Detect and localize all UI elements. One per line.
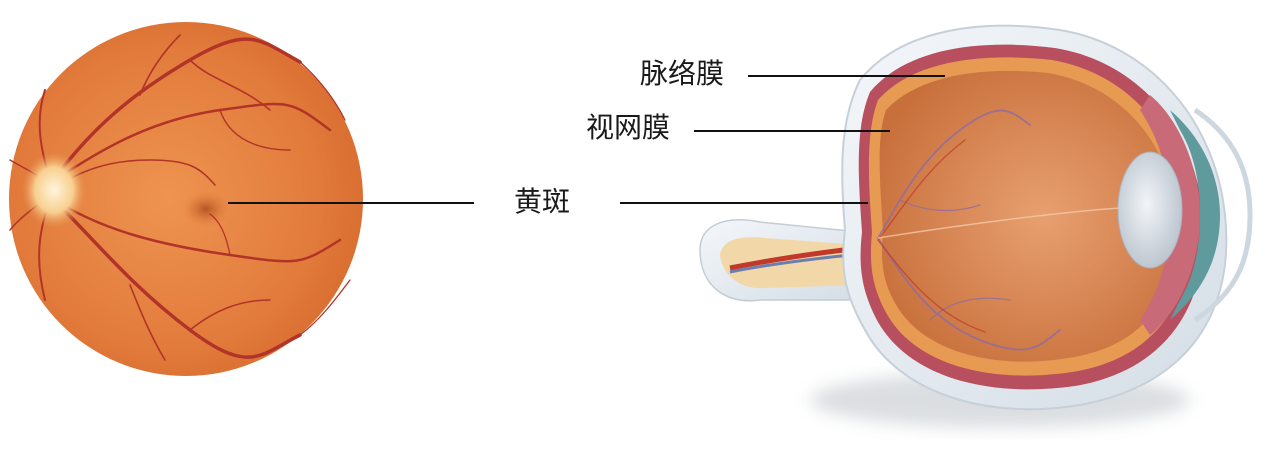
fundus-image (9, 22, 363, 376)
fundus-optic-disc (22, 152, 86, 228)
label-retina: 视网膜 (586, 114, 670, 142)
label-choroid: 脉络膜 (640, 60, 724, 88)
lens (1118, 152, 1182, 268)
label-macula: 黄斑 (514, 188, 570, 216)
eye-cross-section (700, 26, 1250, 428)
fundus-macula (182, 191, 230, 227)
